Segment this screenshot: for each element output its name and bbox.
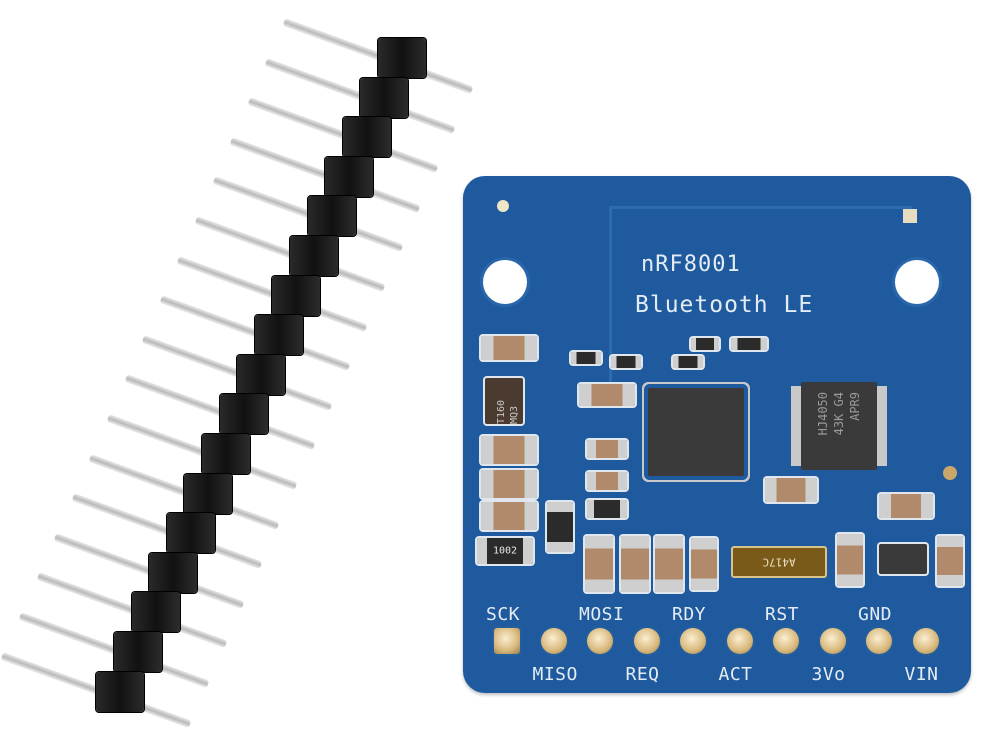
inductor: T160 MQ3: [485, 378, 523, 424]
header-housing: [219, 394, 268, 435]
antenna-trace: [609, 206, 912, 399]
header-housing: [272, 275, 321, 316]
board-title-chip: nRF8001: [641, 252, 741, 277]
pin-pad-sck: [494, 628, 520, 654]
pin-label-mosi: MOSI: [579, 604, 625, 625]
level-shifter-chip: HJ4050 43K G4 APR9: [801, 382, 877, 470]
voltage-regulator: [879, 544, 927, 574]
header-housing: [166, 513, 215, 554]
board-title-protocol: Bluetooth LE: [635, 292, 814, 318]
header-housing: [342, 117, 391, 158]
header-housing: [131, 592, 180, 633]
crystal-marking: A417C: [762, 555, 796, 569]
pin-pad-mosi: [587, 628, 613, 654]
pin-label-miso: MISO: [532, 664, 578, 685]
chip-marking-1: HJ4050: [816, 392, 830, 436]
resistor: [673, 356, 703, 368]
pin-label-rdy: RDY: [672, 604, 707, 625]
capacitor: [837, 534, 863, 586]
chip-marking-2: 43K G4: [832, 392, 846, 436]
capacitor: [481, 436, 537, 464]
capacitor: [621, 536, 649, 592]
header-housing: [149, 552, 198, 593]
pin-pad-gnd: [866, 628, 892, 654]
pin-pad-vin: [912, 628, 939, 654]
resistor: [691, 338, 719, 350]
resistor: [731, 338, 767, 350]
capacitor: [937, 536, 963, 586]
capacitor: [587, 440, 627, 458]
pin-label-act: ACT: [718, 664, 753, 685]
pin-pad-3vo: [819, 628, 846, 654]
pin-pad-rst: [773, 628, 799, 654]
pin-pad-act: [726, 628, 753, 654]
nrf8001-chip: [648, 388, 744, 476]
pin-label-rst: RST: [765, 604, 800, 625]
capacitor: [585, 536, 613, 592]
capacitor: [481, 470, 537, 498]
capacitor: [765, 478, 817, 502]
pin-pad-req: [633, 628, 660, 654]
pin-pad-miso: [540, 628, 567, 654]
resistor: [571, 352, 601, 364]
header-housing: [360, 77, 409, 118]
pin-label-vin: VIN: [904, 664, 939, 685]
mounting-hole-right: [895, 260, 939, 304]
header-housing: [237, 354, 286, 395]
capacitor: [481, 502, 537, 530]
chip-marking-3: APR9: [848, 392, 862, 421]
header-housing: [325, 156, 374, 197]
breakout-board: nRF8001 Bluetooth LE HJ4050 43K G4 APR9 …: [463, 176, 971, 693]
capacitor: [879, 494, 933, 518]
capacitor: [579, 384, 635, 406]
capacitor: [481, 336, 537, 360]
resistor-1002: 1002: [477, 538, 533, 564]
header-housing: [307, 196, 356, 237]
capacitor: [587, 472, 627, 490]
header-housing: [184, 473, 233, 514]
pin-label-sck: SCK: [486, 604, 521, 625]
mounting-hole-left: [483, 260, 527, 304]
fiducial-mark: [497, 200, 509, 212]
header-housing: [202, 434, 250, 474]
header-housing: [378, 38, 426, 78]
pin-label-req: REQ: [625, 664, 660, 685]
header-housing: [290, 236, 338, 276]
capacitor: [655, 536, 683, 592]
pin-label-3vo: 3Vo: [811, 664, 846, 685]
resistor: [587, 500, 627, 518]
inductor-marking: T160 MQ3: [496, 399, 520, 424]
diode: [547, 502, 573, 552]
pin-pad-rdy: [680, 628, 706, 654]
crystal: A417C: [731, 546, 827, 578]
antenna-pad: [903, 209, 917, 223]
resistor: [611, 356, 641, 368]
via-pad: [943, 466, 957, 480]
capacitor: [691, 538, 717, 590]
header-housing: [96, 671, 145, 712]
header-housing: [254, 315, 303, 356]
resistor-marking: 1002: [492, 545, 518, 557]
pin-label-gnd: GND: [858, 604, 893, 625]
header-housing: [114, 632, 162, 672]
